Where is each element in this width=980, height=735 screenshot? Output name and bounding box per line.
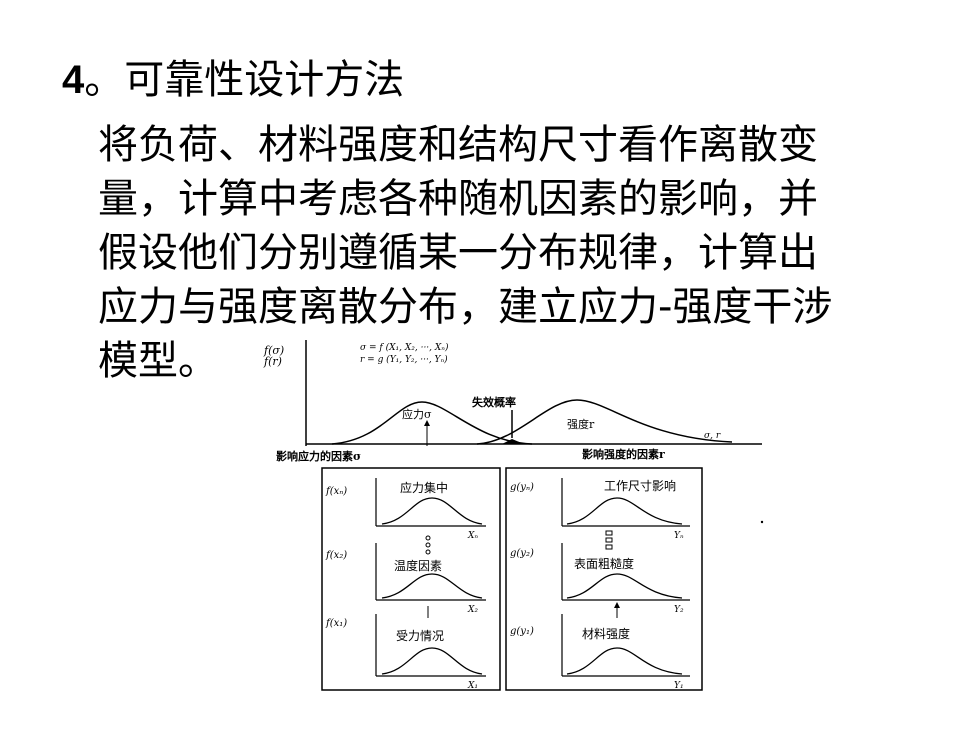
right-panel-title: 工作尺寸影响 — [604, 478, 676, 493]
stress-arrow-head — [424, 420, 430, 426]
left-panel-ylabel: f(xₙ) — [325, 486, 347, 497]
left-panel-xlabel: X₂ — [467, 605, 478, 615]
ellipsis-dot — [425, 549, 431, 555]
right-caption: 影响强度的因素r — [582, 447, 665, 461]
ellipsis-dot — [605, 530, 613, 536]
ellipsis-dot — [425, 542, 431, 548]
paragraph-line: 将负荷、材料强度和结构尺寸看作离散变 — [98, 122, 818, 168]
left-factor-box — [321, 467, 501, 691]
left-caption: 影响应力的因素σ — [276, 449, 361, 463]
failure-overlap — [502, 439, 524, 444]
stray-mark — [760, 520, 764, 524]
ellipsis-dot — [605, 544, 613, 550]
right-panel-curve — [566, 497, 683, 525]
ellipsis-dot — [425, 535, 431, 541]
right-panel-ylabel: g(y₂) — [510, 548, 534, 559]
right-panel-xlabel: Y₂ — [674, 605, 684, 615]
right-panel-curve — [566, 573, 683, 599]
stress-label: 应力σ — [402, 407, 432, 421]
left-panel-curve — [381, 647, 483, 675]
left-panel-title: 温度因素 — [394, 558, 442, 573]
strength-curve — [476, 399, 733, 445]
top-axis-label: σ, r — [704, 431, 721, 441]
right-panel-curve — [566, 647, 683, 675]
right-connector-head — [614, 602, 620, 608]
formula-strength: r = g (Y₁, Y₂, ···, Yₙ) — [360, 354, 448, 365]
left-panel-ylabel: f(x₂) — [325, 550, 347, 561]
right-factor-box — [505, 467, 703, 691]
failure-label: 失效概率 — [472, 395, 516, 409]
formula-stress: σ = f (X₁, X₂, ···, Xₙ) — [360, 342, 449, 353]
top-ylabel-stress: f(σ) — [263, 344, 284, 357]
paragraph-line: 假设他们分别遵循某一分布规律，计算出 — [98, 230, 818, 276]
right-panel-title: 表面粗糙度 — [574, 556, 634, 571]
interference-figure: f(σ) f(r) σ = f (X₁, X₂, ···, Xₙ) r = g … — [262, 338, 782, 698]
right-panel-ylabel: g(y₁) — [510, 626, 534, 637]
title-number: 4 — [62, 58, 85, 102]
right-panel-ylabel: g(yₙ) — [510, 482, 534, 493]
left-panel-title: 受力情况 — [396, 629, 444, 643]
ellipsis-dot — [605, 537, 613, 543]
right-panel-xlabel: Yₙ — [674, 531, 684, 541]
left-panel-title: 应力集中 — [400, 480, 448, 495]
right-panel-xlabel: Y₁ — [674, 681, 684, 691]
strength-label: 强度r — [567, 417, 595, 431]
left-panel-curve — [381, 573, 483, 599]
top-ylabel-strength: f(r) — [263, 355, 282, 368]
paragraph-line: 模型。 — [98, 338, 218, 384]
paragraph-line: 应力与强度离散分布，建立应力-强度干涉 — [98, 284, 833, 330]
right-panel-title: 材料强度 — [582, 626, 630, 641]
body-paragraph: 将负荷、材料强度和结构尺寸看作离散变 量，计算中考虑各种随机因素的影响，并 假设… — [98, 118, 918, 388]
interference-diagram: f(σ) f(r) σ = f (X₁, X₂, ···, Xₙ) r = g … — [263, 340, 764, 691]
left-panel-xlabel: Xₙ — [467, 531, 478, 541]
left-panel-ylabel: f(x₁) — [325, 618, 347, 629]
left-panel-xlabel: X₁ — [467, 681, 478, 691]
title-text: 。可靠性设计方法 — [84, 57, 405, 103]
paragraph-line: 量，计算中考虑各种随机因素的影响，并 — [98, 176, 818, 222]
slide-title: 4。可靠性设计方法 — [62, 52, 404, 108]
stress-curve — [331, 401, 533, 445]
left-panel-curve — [381, 497, 483, 525]
